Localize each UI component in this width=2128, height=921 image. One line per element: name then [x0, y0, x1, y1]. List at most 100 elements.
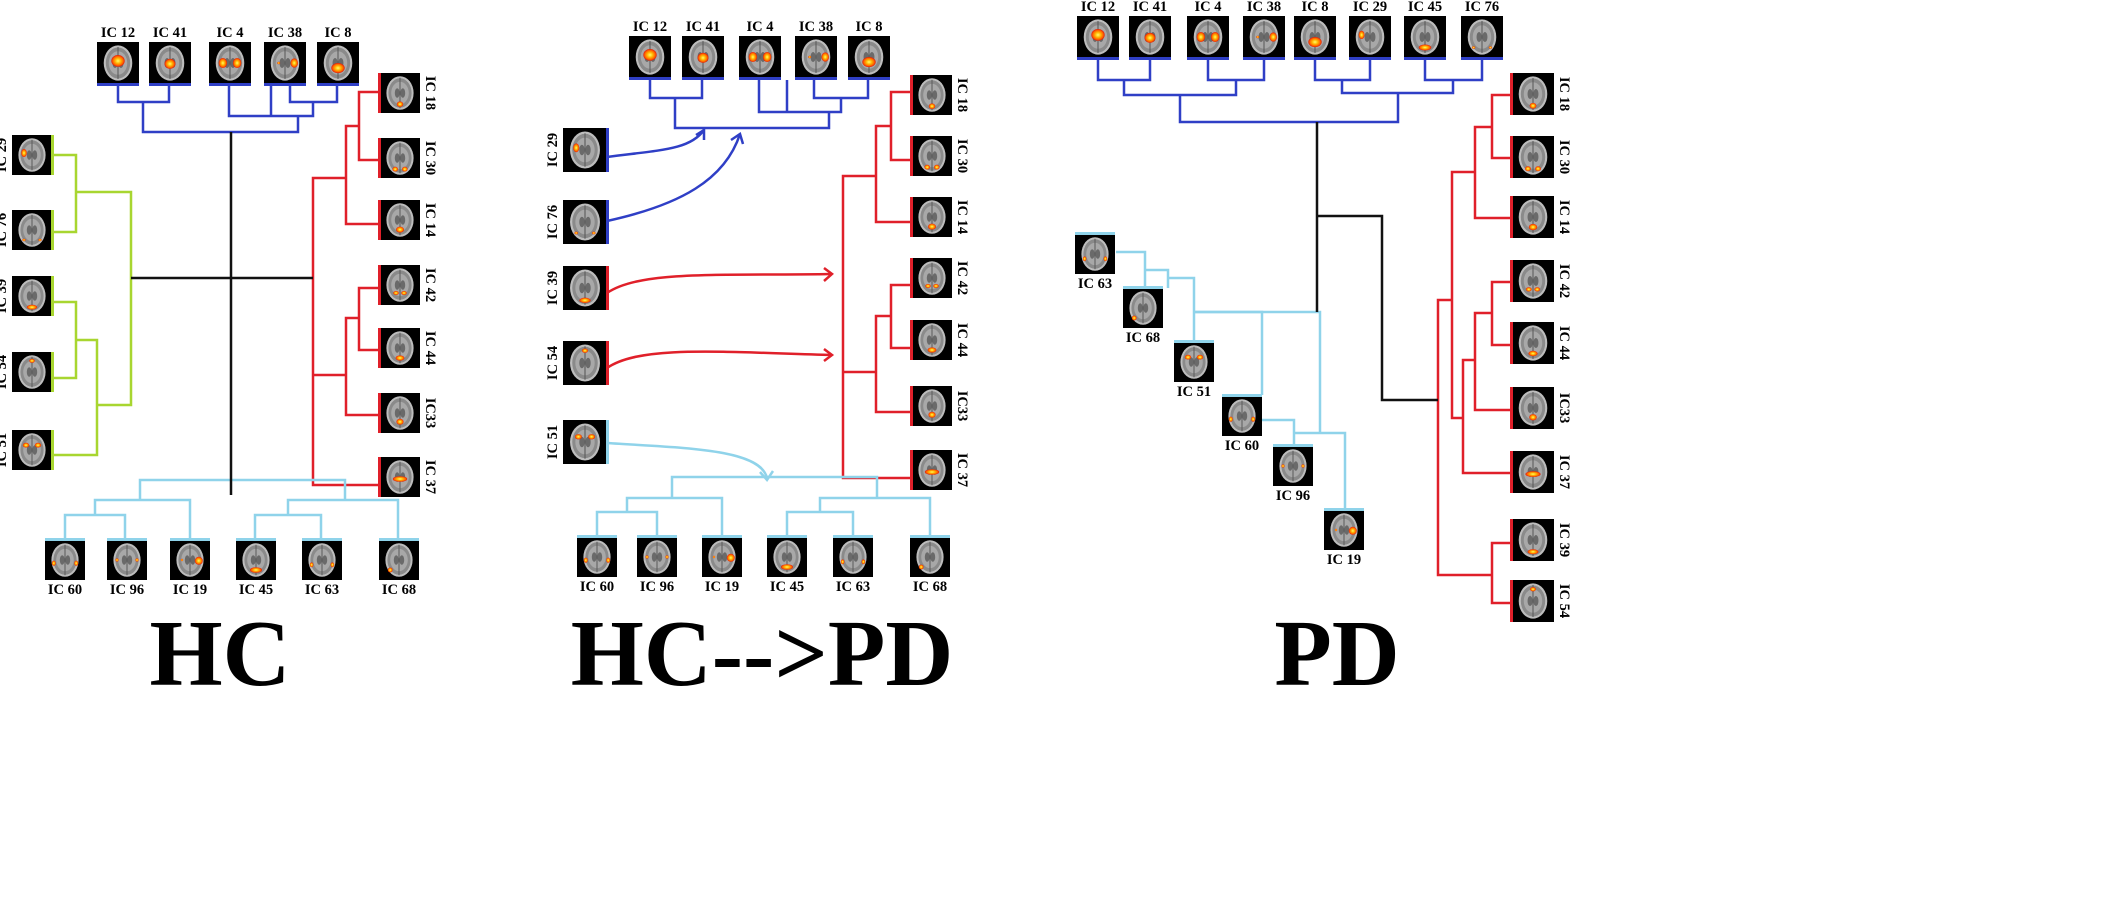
activation-blob [277, 61, 281, 65]
hc-cyan-branches [63, 478, 400, 538]
activation-blob [592, 231, 596, 235]
pd-root-branches [1315, 122, 1438, 402]
activation-blob [1527, 549, 1539, 555]
component-label-hcpd-ic19: IC 19 [705, 579, 739, 595]
brain-map-pd-ic54 [1510, 580, 1554, 622]
component-label-hc-ic19: IC 19 [173, 582, 207, 598]
cluster-edge-marker [1510, 580, 1513, 622]
activation-blob [927, 347, 937, 353]
panel-title-hc: HC [150, 602, 291, 706]
activation-blob [21, 149, 27, 157]
brain-map-hcpd-ic14 [910, 197, 952, 237]
activation-blob [583, 557, 588, 563]
activation-blob [330, 562, 335, 568]
component-label-pd-ic51: IC 51 [1177, 384, 1211, 400]
cluster-edge-marker [1404, 57, 1446, 60]
brain-map-hc-ic14 [378, 200, 420, 240]
hcpd-cyan-branches [595, 475, 932, 535]
cluster-edge-marker [1349, 57, 1391, 60]
brain-map-hc-ic37 [378, 457, 420, 497]
component-label-pd-ic39: IC 39 [1556, 523, 1572, 557]
activation-blob [808, 55, 812, 59]
cluster-edge-marker [379, 538, 419, 541]
component-label-pd-ic60: IC 60 [1225, 438, 1259, 454]
component-label-pd-ic29: IC 29 [1353, 0, 1387, 15]
component-label-pd-ic18: IC 18 [1556, 77, 1572, 111]
activation-blob [924, 469, 940, 475]
activation-blob [331, 63, 345, 74]
activation-blob [164, 58, 176, 69]
brain-map-hcpd-ic8 [848, 36, 890, 80]
pd-blue-branches [1096, 60, 1484, 124]
component-label-pd-ic19: IC 19 [1327, 552, 1361, 568]
brain-map-hc-ic76 [12, 210, 54, 250]
component-label-hc-ic63: IC 63 [305, 582, 339, 598]
panel-hcpd [595, 80, 932, 535]
cluster-edge-marker [606, 128, 609, 172]
activation-blob [1528, 350, 1538, 357]
brain-map-hc-ic33 [378, 393, 420, 433]
activation-blob [1525, 287, 1532, 292]
brain-map-hc-ic51 [12, 430, 54, 470]
activation-blob [1210, 31, 1220, 43]
activation-blob [22, 442, 30, 448]
activation-blob [1308, 37, 1322, 48]
component-label-hc-ic76: IC 76 [0, 213, 10, 247]
activation-blob [402, 166, 408, 172]
brain-map-hc-ic41 [149, 42, 191, 86]
panel-title-hcpd: HC-->PD [571, 602, 953, 706]
brain-map-pd-ic18 [1510, 73, 1554, 115]
activation-blob [1144, 32, 1156, 43]
cluster-edge-marker [1510, 451, 1513, 493]
activation-blob [588, 434, 596, 440]
brain-map-pd-ic14 [1510, 196, 1554, 238]
brain-map-pd-ic37 [1510, 451, 1554, 493]
component-label-pd-ic38: IC 38 [1247, 0, 1281, 15]
activation-blob [250, 567, 262, 573]
cluster-edge-marker [51, 430, 54, 470]
hcpd-red-branches [841, 90, 912, 480]
brain-map-pd-ic8 [1294, 16, 1336, 60]
activation-blob [1530, 587, 1536, 592]
activation-blob [396, 226, 404, 233]
brain-map-pd-ic68 [1123, 286, 1163, 328]
cluster-edge-marker [1129, 57, 1171, 60]
component-label-hcpd-ic63: IC 63 [836, 579, 870, 595]
brain-map-hcpd-ic45 [767, 535, 807, 577]
activation-blob [38, 238, 42, 242]
brain-map-pd-ic39 [1510, 519, 1554, 561]
activation-blob [1228, 416, 1233, 422]
brain-map-pd-ic41 [1129, 16, 1171, 60]
component-label-hc-ic18: IC 18 [422, 76, 438, 110]
hc-green-branches [54, 153, 133, 457]
panel-pd [1096, 60, 1512, 605]
cluster-edge-marker [1075, 232, 1115, 235]
component-label-hcpd-ic33: IC33 [954, 391, 970, 422]
activation-blob [395, 355, 405, 361]
brain-map-pd-ic30 [1510, 136, 1554, 178]
activation-blob [309, 562, 314, 568]
cluster-edge-marker [1222, 394, 1262, 397]
component-label-hcpd-ic44: IC 44 [954, 323, 970, 357]
component-label-hc-ic4: IC 4 [217, 25, 244, 41]
cluster-edge-marker [302, 538, 342, 541]
brain-map-pd-ic19 [1324, 508, 1364, 550]
cluster-edge-marker [1461, 57, 1503, 60]
cluster-edge-marker [209, 83, 251, 86]
brain-map-hc-ic96 [107, 538, 147, 580]
component-label-hcpd-ic14: IC 14 [954, 200, 970, 234]
component-label-pd-ic76: IC 76 [1465, 0, 1499, 15]
component-label-hcpd-ic38: IC 38 [799, 19, 833, 35]
hc-root-branches [131, 132, 313, 495]
pd-cyan-branches [1116, 250, 1347, 508]
cluster-edge-marker [45, 538, 85, 541]
component-label-pd-ic41: IC 41 [1133, 0, 1167, 15]
activation-blob [1535, 166, 1541, 172]
brain-map-pd-ic76 [1461, 16, 1503, 60]
component-label-hc-ic51: IC 51 [0, 433, 10, 467]
activation-blob [1358, 30, 1365, 40]
cluster-edge-marker [910, 386, 913, 426]
component-label-hcpd-ic37: IC 37 [954, 453, 970, 487]
